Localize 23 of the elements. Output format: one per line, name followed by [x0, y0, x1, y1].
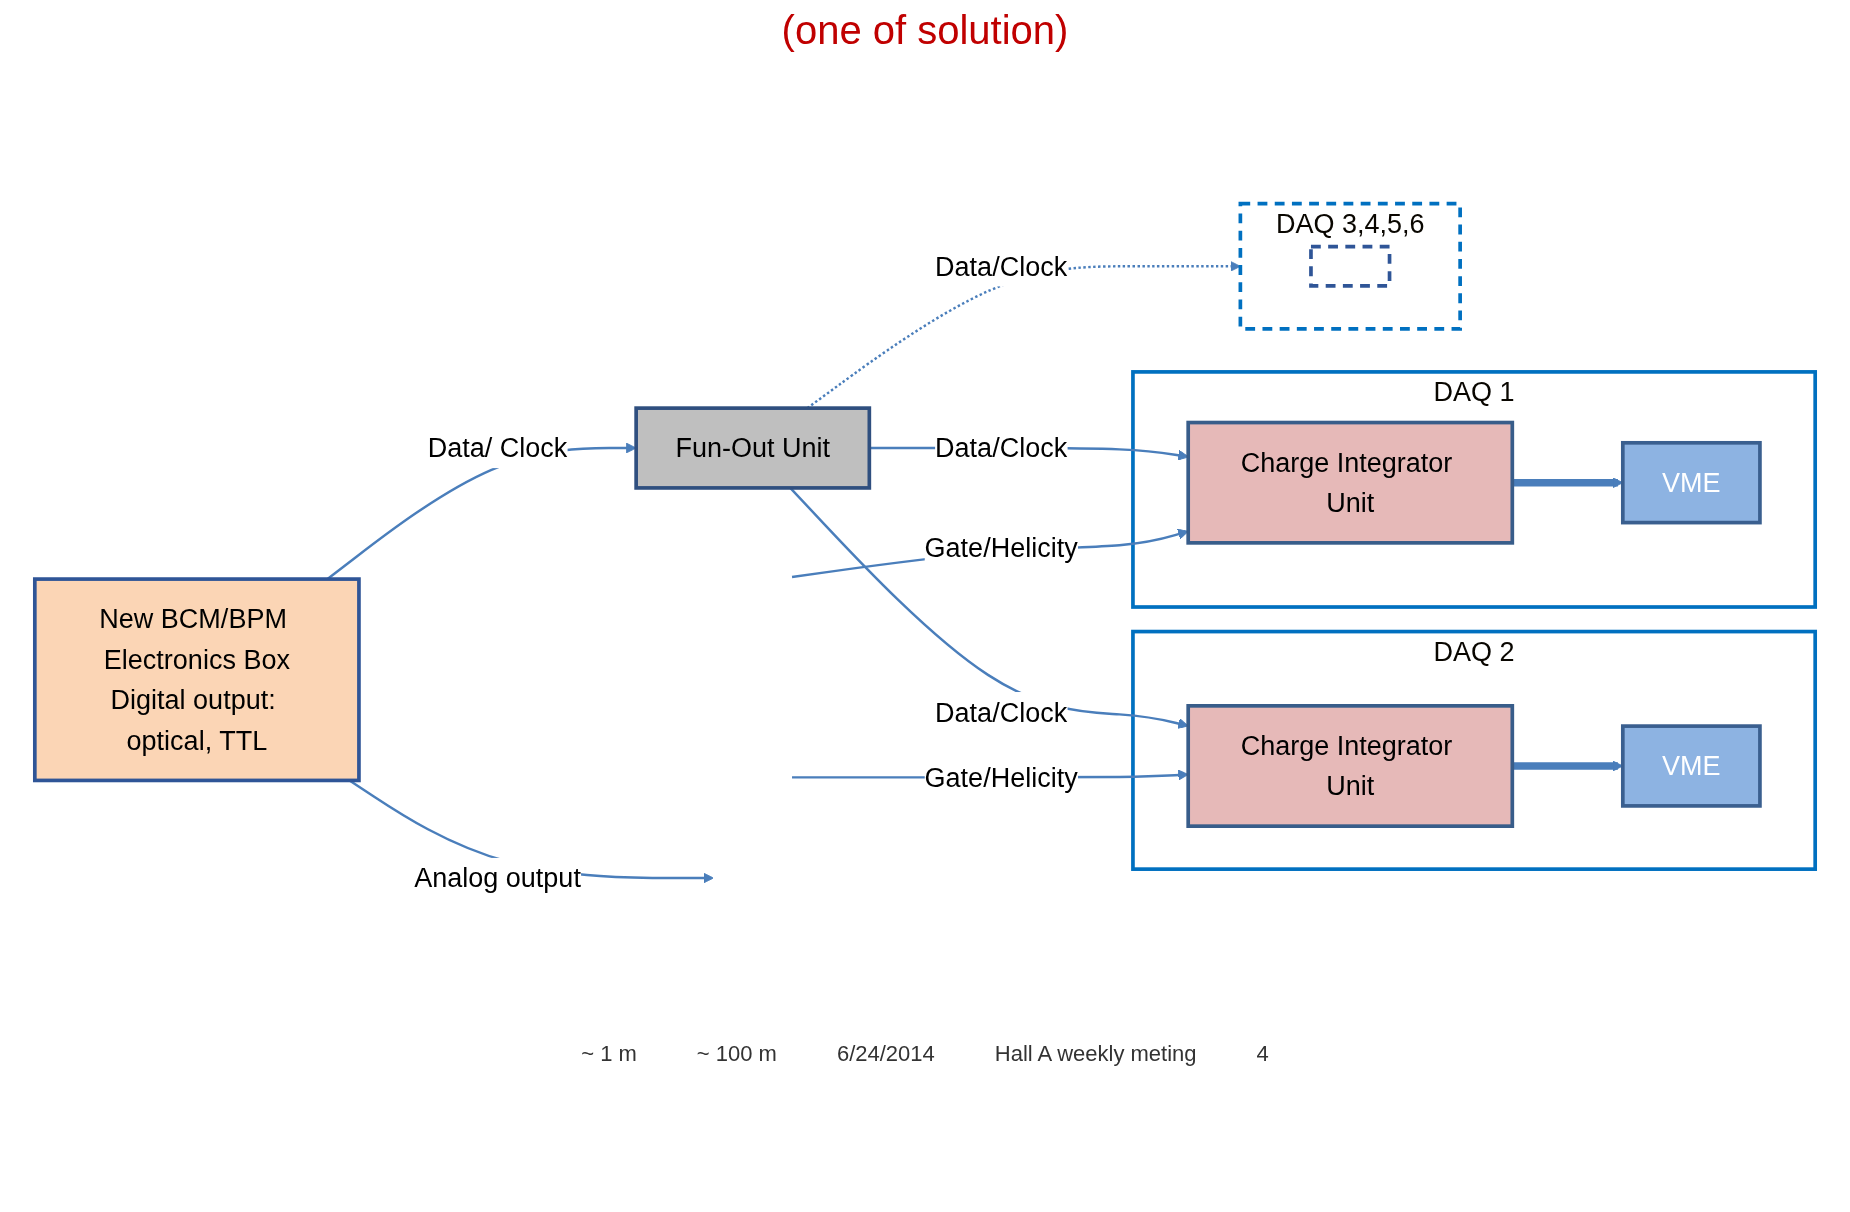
node-box: Charge Integrator Unit: [1186, 420, 1515, 545]
edge-label: Data/Clock: [935, 250, 1068, 282]
node-box: VME: [1620, 724, 1762, 808]
note-label: Hall A weekly meting: [994, 1041, 1197, 1067]
note-label: 4: [1256, 1041, 1269, 1067]
node-box: VME: [1620, 440, 1762, 525]
edge-label: Data/Clock: [935, 696, 1068, 728]
edge-label: Data/Clock: [935, 432, 1068, 464]
node-box: New BCM/BPM Electronics Box Digital output: optical, TTL: [33, 577, 361, 783]
cluster: DAQ 3,4,5,6: [1238, 201, 1462, 331]
edge-label: Data/ Clock: [427, 432, 568, 464]
note-label: ~ 100 m: [696, 1041, 777, 1067]
node-box: [1309, 244, 1392, 288]
node-box: Charge Integrator Unit: [1186, 704, 1515, 828]
edge-label: Gate/Helicity: [924, 762, 1078, 793]
note-label: 6/24/2014: [836, 1041, 935, 1067]
note-label: ~ 1 m: [581, 1041, 637, 1067]
arrow: [1512, 477, 1624, 489]
title: (one of solution): [780, 8, 1070, 53]
edge-label: Gate/Helicity: [924, 532, 1078, 564]
node-box: Fun-Out Unit: [634, 406, 872, 490]
arrow: [1512, 760, 1624, 772]
edge-label: Analog output: [414, 862, 581, 894]
